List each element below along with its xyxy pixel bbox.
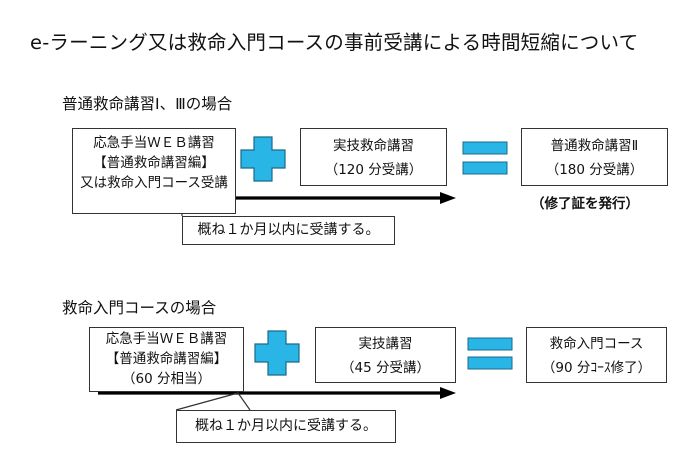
section1-practical-box: 実技救命講習 （120 分受講） bbox=[300, 128, 447, 186]
box-line: （90 分ｺｰｽ修了） bbox=[541, 360, 652, 376]
box-line: 応急手当ＷＥＢ講習 bbox=[105, 331, 228, 347]
section2-callout-pointer bbox=[175, 392, 251, 411]
certificate-note: （修了証を発行） bbox=[531, 196, 639, 212]
box-line: 実技講習 bbox=[358, 336, 413, 352]
section2-web-course-box: 応急手当ＷＥＢ講習 【普通救命講習編】 （60 分相当） bbox=[89, 327, 244, 392]
section2-practical-box: 実技講習 （45 分受講） bbox=[315, 327, 456, 383]
box-line: 応急手当ＷＥＢ講習 bbox=[93, 135, 215, 151]
plus-icon bbox=[240, 136, 286, 182]
box-line: 救命入門コース bbox=[549, 336, 644, 352]
plus-icon bbox=[254, 330, 300, 376]
section1-heading: 普通救命講習Ⅰ、Ⅲの場合 bbox=[62, 95, 233, 113]
section2-arrowhead bbox=[440, 387, 456, 399]
box-line: 又は救命入門コース受講 bbox=[80, 175, 228, 191]
box-line: 普通救命講習Ⅱ bbox=[550, 138, 639, 154]
page-title: e-ラーニング又は救命入門コースの事前受講による時間短縮について bbox=[30, 31, 639, 54]
box-line: 【普通救命講習編】 bbox=[105, 351, 228, 367]
section1-arrowhead bbox=[440, 192, 456, 204]
box-line: （120 分受講） bbox=[324, 162, 423, 178]
box-line: 【普通救命講習編】 bbox=[93, 155, 215, 171]
box-line: （45 分受講） bbox=[341, 360, 430, 376]
section1-web-course-box: 応急手当ＷＥＢ講習 【普通救命講習編】 又は救命入門コース受講 bbox=[72, 128, 236, 214]
section2-result-box: 救命入門コース （90 分ｺｰｽ修了） bbox=[526, 327, 667, 383]
box-line: （180 分受講） bbox=[545, 162, 644, 178]
section2-heading: 救命入門コースの場合 bbox=[62, 299, 217, 317]
equals-icon bbox=[462, 141, 508, 175]
section2-period-note: 概ね１か月以内に受講する。 bbox=[176, 410, 396, 443]
box-line: 実技救命講習 bbox=[333, 138, 414, 154]
section1-period-note: 概ね１か月以内に受講する。 bbox=[182, 216, 395, 245]
box-line: （60 分相当） bbox=[122, 371, 211, 387]
equals-icon bbox=[467, 337, 513, 370]
section1-result-box: 普通救命講習Ⅱ （180 分受講） bbox=[521, 128, 668, 186]
